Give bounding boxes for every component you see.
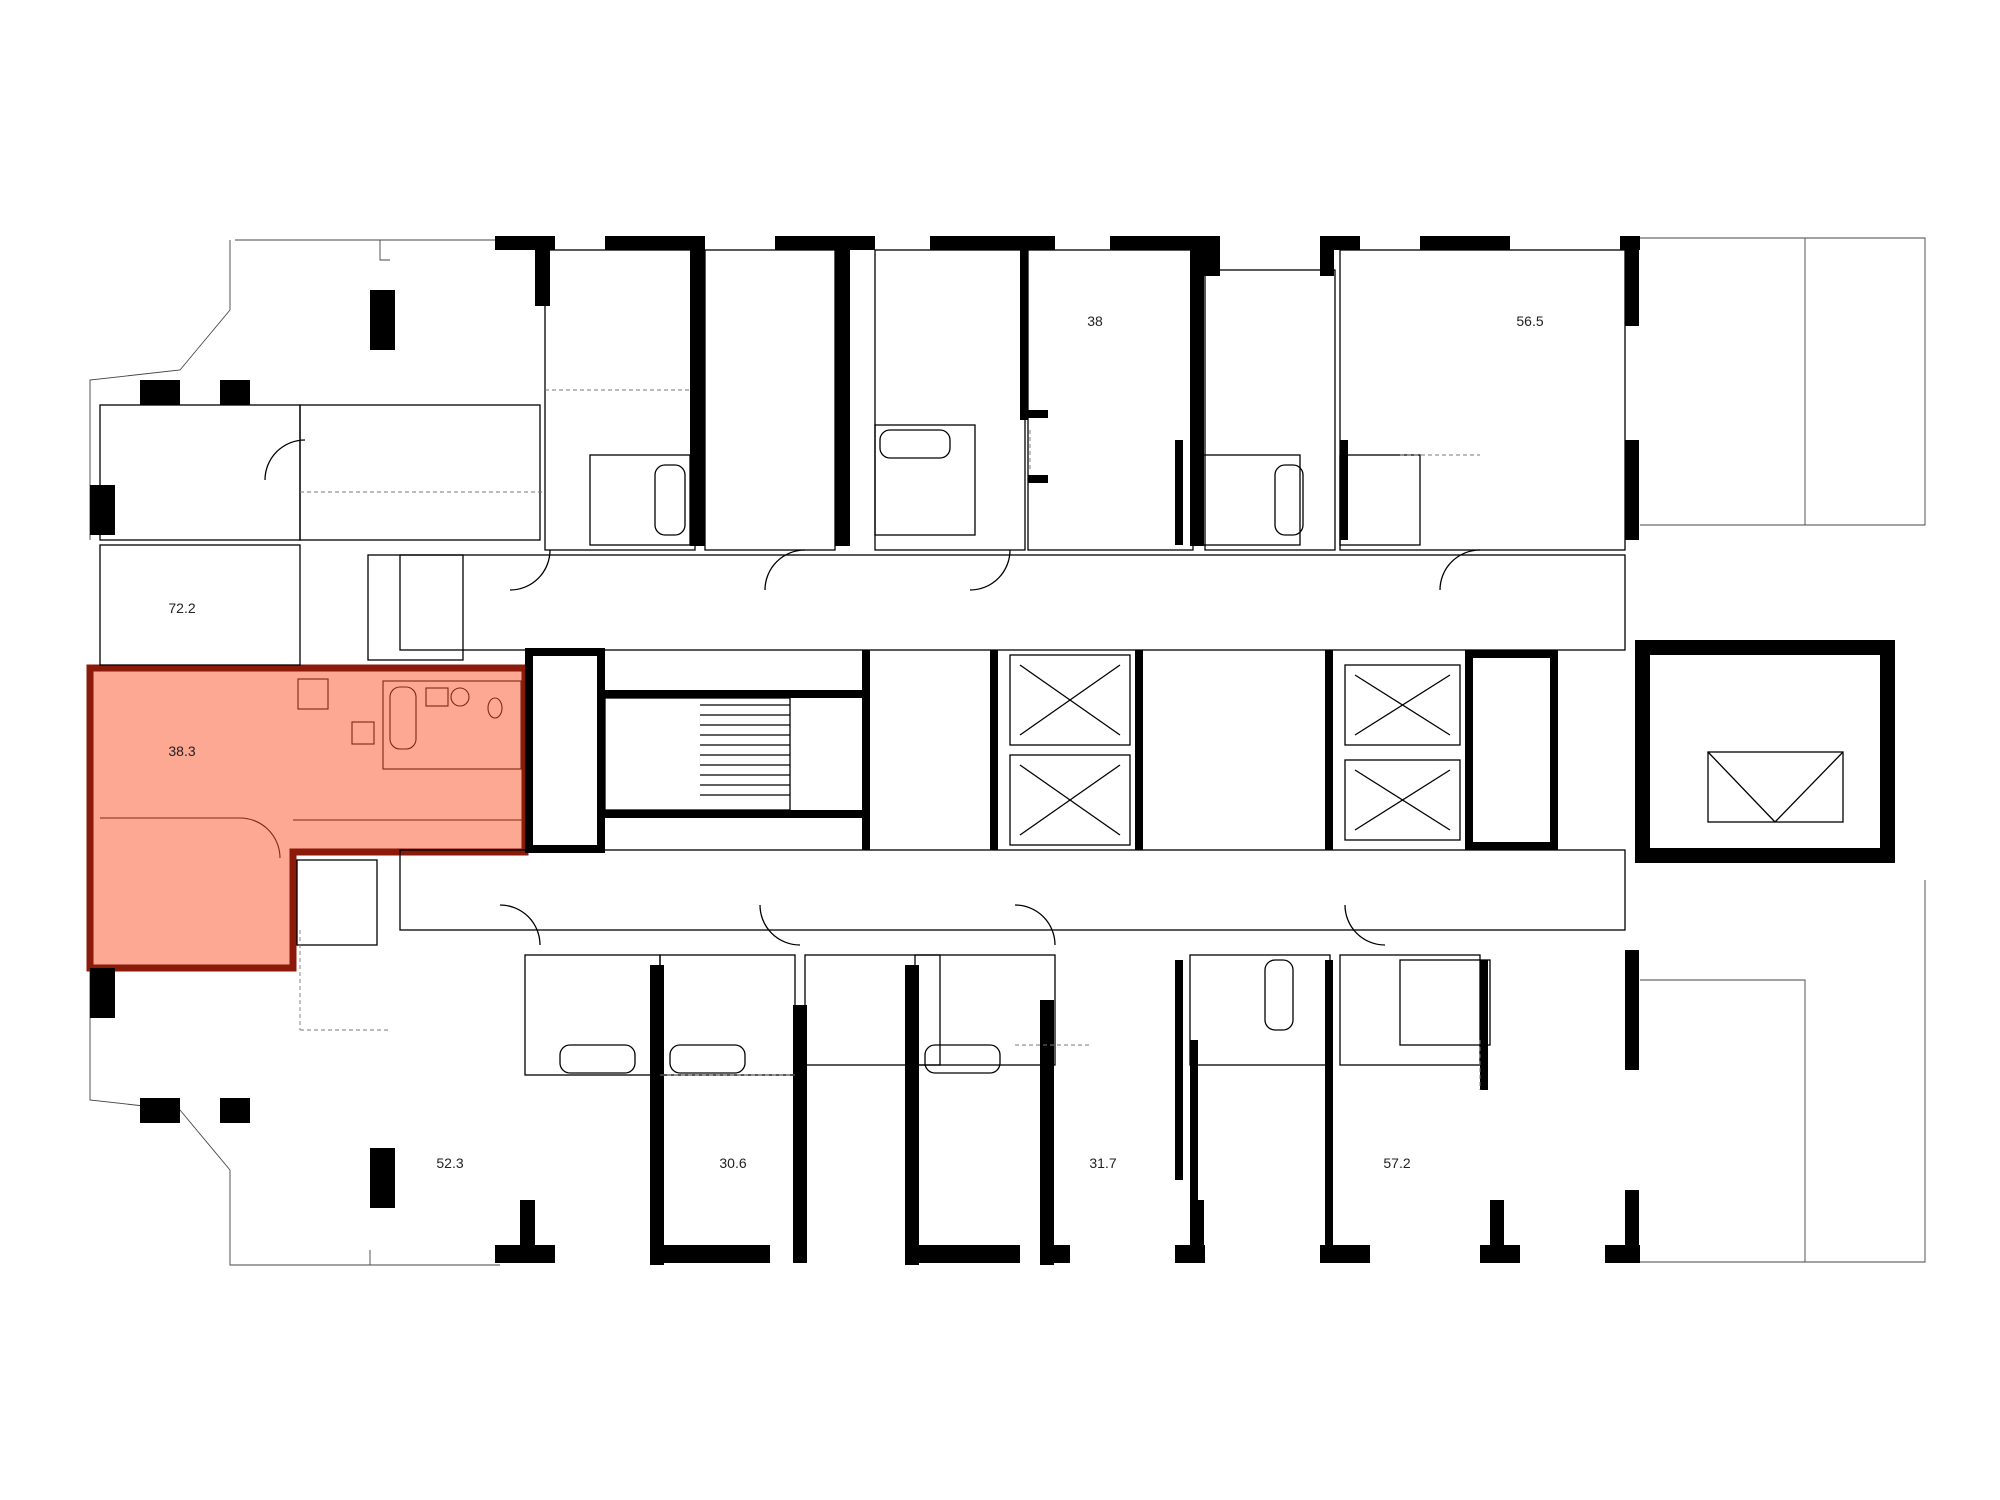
washing-machine-icon — [450, 687, 470, 707]
stove-icon — [297, 678, 329, 710]
toilet-icon — [487, 697, 503, 719]
washbasin-icon — [425, 687, 449, 707]
area-label-38-3: 38.3 — [168, 743, 195, 759]
area-label-72-2: 72.2 — [168, 600, 195, 616]
area-label-56-5: 56.5 — [1516, 313, 1543, 329]
area-label-52-3: 52.3 — [436, 1155, 463, 1171]
area-label-57-2: 57.2 — [1383, 1155, 1410, 1171]
bathtub-icon — [389, 686, 417, 750]
area-label-31-7: 31.7 — [1089, 1155, 1116, 1171]
balcony-outlines — [89, 237, 1926, 1266]
door-swing — [239, 817, 281, 859]
elevators — [1009, 654, 1844, 846]
highlighted-apartment[interactable] — [86, 664, 529, 972]
bathroom-outline — [382, 680, 522, 770]
interior-partitions — [99, 249, 1626, 1076]
area-label-38: 38 — [1087, 313, 1103, 329]
area-label-30-6: 30.6 — [719, 1155, 746, 1171]
area-labels: 72.2 38.3 38 56.5 52.3 30.6 31.7 57.2 — [168, 313, 1543, 1171]
zone-dashes — [299, 389, 1481, 1090]
sink-icon — [351, 721, 375, 745]
